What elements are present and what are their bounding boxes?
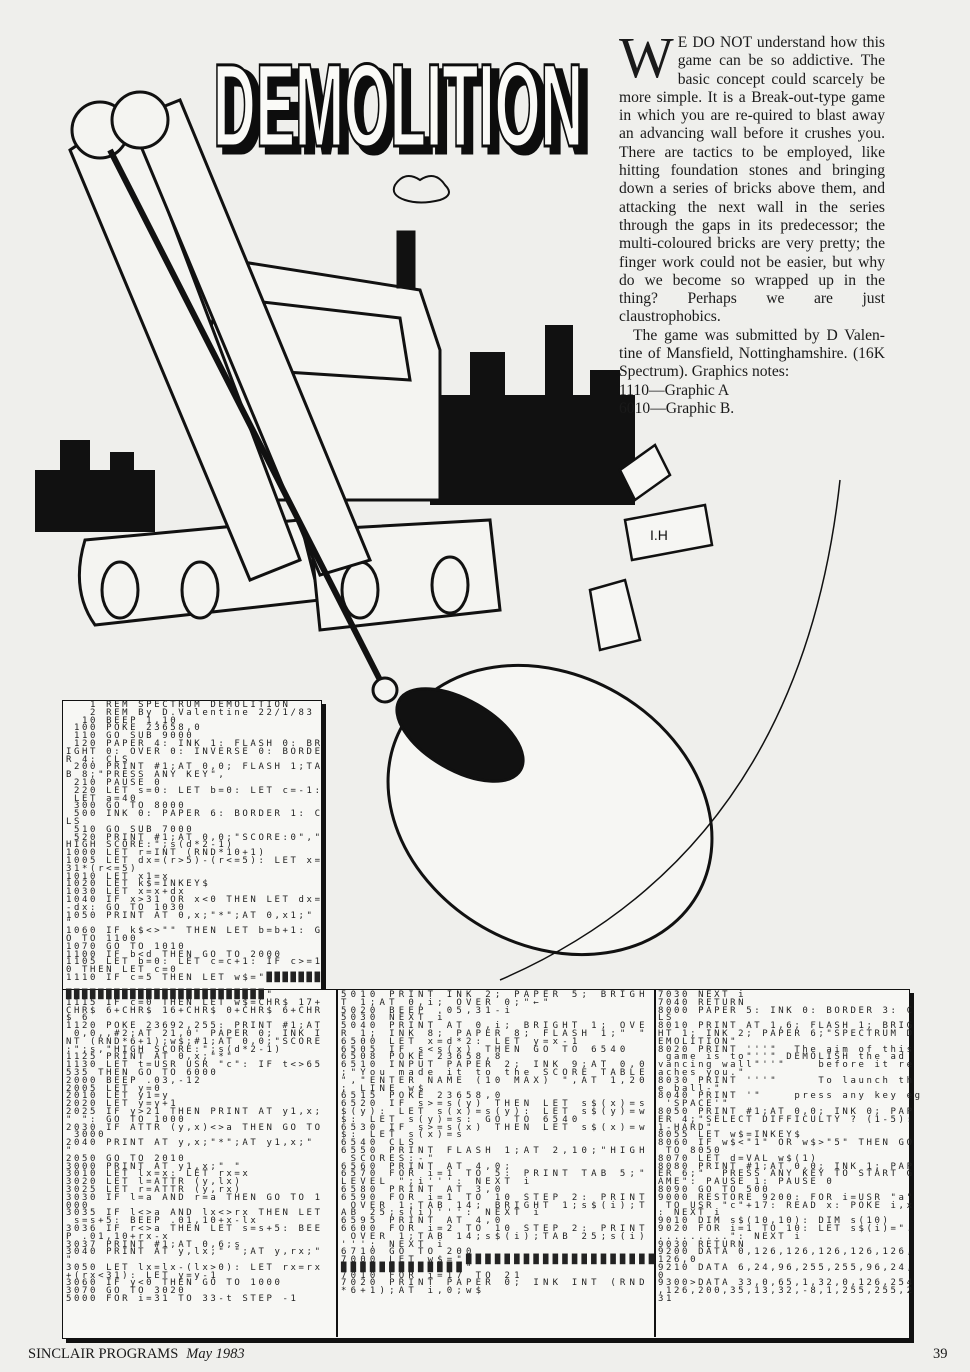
track-wheel — [180, 560, 220, 620]
footer-publication: SINCLAIR PROGRAMS May 1983 — [28, 1346, 245, 1363]
publication-name: SINCLAIR PROGRAMS — [28, 1346, 179, 1362]
track-wheel — [430, 555, 470, 615]
skyline-tower-4 — [545, 325, 573, 405]
brick — [588, 578, 642, 652]
brick — [618, 443, 672, 502]
listing-box-bottom — [62, 989, 910, 1339]
drop-cap: W — [619, 25, 674, 90]
track-wheel — [100, 560, 140, 620]
graphics-note-2: 6010—Graphic B. — [619, 399, 735, 417]
intro-text: E DO NOT understand how this game can be… — [619, 34, 885, 326]
title-text: DEMOLITION — [213, 40, 583, 158]
crane-body — [68, 90, 502, 704]
wrecking-ball-body — [386, 663, 714, 957]
skyline-tower-3 — [470, 352, 505, 402]
demolition-crane-illustration: I.H — [35, 90, 841, 981]
wrecking-ball — [386, 479, 841, 981]
issue-date: May 1983 — [186, 1346, 245, 1362]
program-listing-col2: 5010 PRINT INK 2; PAPER 5; BRIGH T 1;AT … — [341, 990, 659, 1297]
program-listing-col1-top: 1 REM SPECTRUM DEMOLITION 2 REM By D.Val… — [66, 700, 323, 983]
city-skyline — [35, 325, 635, 532]
chain-link — [371, 676, 399, 704]
skyline-right — [430, 395, 635, 505]
brick-labeled — [623, 503, 714, 562]
exhaust-pipe — [396, 230, 416, 289]
page-title: DEMOLITION — [212, 39, 585, 159]
credit-paragraph: The game was submitted by D Valen-tine o… — [619, 327, 885, 382]
listing-box-top — [62, 700, 322, 990]
skyline-tower-5 — [590, 370, 620, 410]
credit-text: The game was submitted by D Valen-tine o… — [619, 326, 885, 381]
program-listing-col3: 7030 NEXT i 7040 RETURN 8000 PAPER 5: IN… — [658, 990, 923, 1305]
program-listing-col1-bottom: █████████████████████████" 1115 IF c=0 T… — [66, 990, 323, 1305]
skyline-left — [35, 470, 155, 532]
graphics-note-1: 1110—Graphic A — [619, 381, 730, 399]
smoke-puff — [392, 175, 450, 204]
wrecking-ball-top — [395, 687, 525, 783]
cable — [107, 148, 383, 682]
skyline-tower-2 — [110, 452, 134, 482]
column-divider — [336, 989, 338, 1337]
swing-arc — [499, 479, 841, 981]
column-divider — [654, 989, 656, 1337]
brick-label: I.H — [650, 527, 668, 543]
skyline-tower — [60, 440, 90, 480]
flying-bricks: I.H — [588, 443, 714, 652]
pulley-wheel — [110, 90, 170, 150]
page-number: 39 — [933, 1346, 948, 1362]
